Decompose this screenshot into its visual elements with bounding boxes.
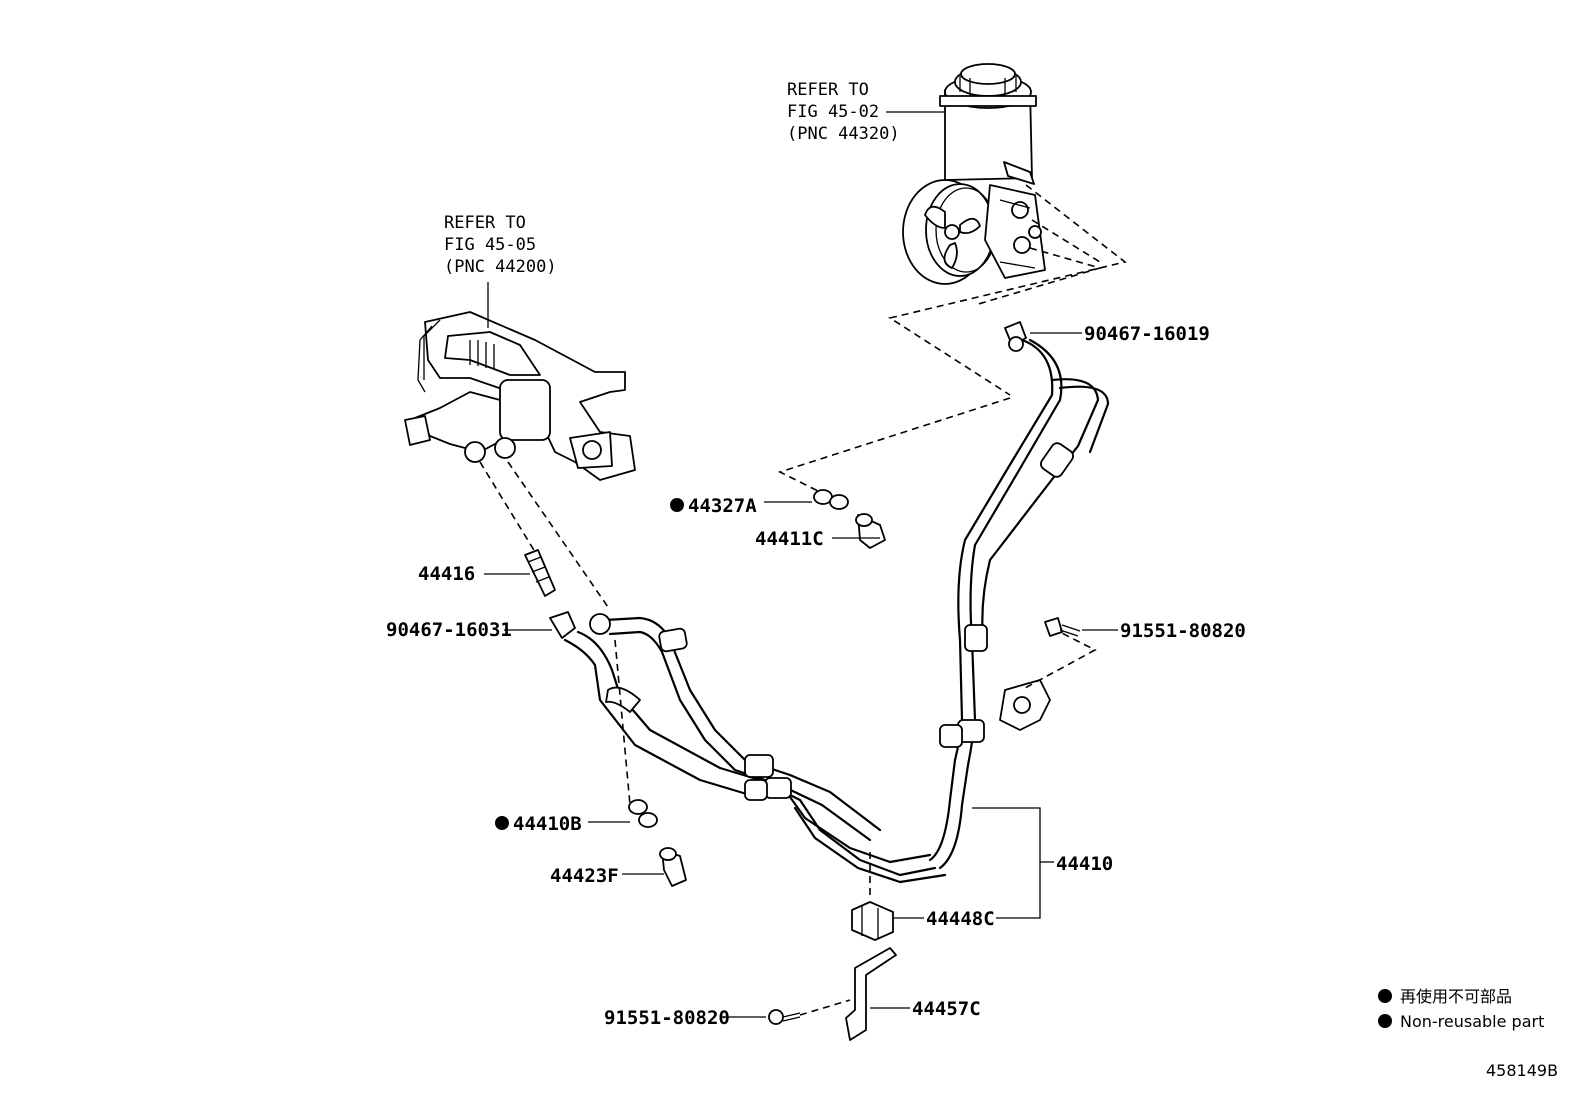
part-number-44423f: 44423F [550,865,619,887]
label-44410: 44410 [972,807,1113,919]
part-number-90467-16031: 90467-16031 [386,619,512,641]
part-number-44327a: 44327A [688,495,757,517]
label-91551-80820-bottom: 91551-80820 [604,1007,766,1029]
label-90467-16019: 90467-16019 [1030,323,1210,345]
pump-ref-line-3: (PNC 44320) [787,124,900,144]
part-number-90467-16019: 90467-16019 [1084,323,1210,345]
legend-dot-2 [1378,1014,1392,1028]
gear-ref-line-1: REFER TO [444,213,526,233]
label-44448c: 44448C [894,908,995,930]
figure-number: 458149B [1486,1061,1558,1080]
label-44416: 44416 [418,563,530,585]
non-reusable-dot [495,816,509,830]
part-44327a-gasket [813,489,849,510]
part-90467-16019-clip [1004,321,1027,352]
part-number-44416: 44416 [418,563,475,585]
legend-japanese: 再使用不可部品 [1400,987,1512,1006]
pump-ref-line-1: REFER TO [787,80,869,100]
part-91551-80820-bolt-bottom [768,1009,801,1025]
label-44411c: 44411C [755,528,880,550]
part-91551-80820-bolt-right [1044,617,1081,637]
pump-assembly [902,63,1046,285]
part-number-91551-80820-bottom: 91551-80820 [604,1007,730,1029]
part-44410b-gasket [628,799,658,828]
part-44448c-clamp [851,901,894,941]
part-number-44410: 44410 [1056,853,1113,875]
label-91551-80820-right: 91551-80820 [1082,620,1246,642]
label-44423f: 44423F [550,865,664,887]
pump-ref-line-2: FIG 45-02 [787,102,879,122]
part-44457c-bracket [845,947,897,1041]
label-44410b: 44410B [495,813,630,835]
part-44423f-union-bolt [659,847,687,887]
gear-ref-line-2: FIG 45-05 [444,235,536,255]
steering-gear-assembly [404,311,636,481]
part-number-44411c: 44411C [755,528,824,550]
part-44411c-union-bolt [855,513,886,549]
label-44327a: 44327A [670,495,812,517]
pressure-feed-tube [778,338,1110,884]
label-90467-16031: 90467-16031 [386,619,552,641]
part-44416-fitting [524,549,556,597]
part-number-44448c: 44448C [926,908,995,930]
part-number-91551-80820-right: 91551-80820 [1120,620,1246,642]
gear-reference-callout: REFER TO FIG 45-05 (PNC 44200) [444,213,557,328]
label-44457c: 44457C [870,998,981,1020]
part-number-44457c: 44457C [912,998,981,1020]
part-number-44410b: 44410B [513,813,582,835]
legend-dot-1 [1378,989,1392,1003]
legend: 再使用不可部品 Non-reusable part [1378,987,1544,1031]
return-tube [563,616,882,842]
non-reusable-dot [670,498,684,512]
legend-english: Non-reusable part [1400,1012,1544,1031]
gear-ref-line-3: (PNC 44200) [444,257,557,277]
pump-reference-callout: REFER TO FIG 45-02 (PNC 44320) [787,80,945,144]
part-90467-16031-clip [549,611,611,639]
